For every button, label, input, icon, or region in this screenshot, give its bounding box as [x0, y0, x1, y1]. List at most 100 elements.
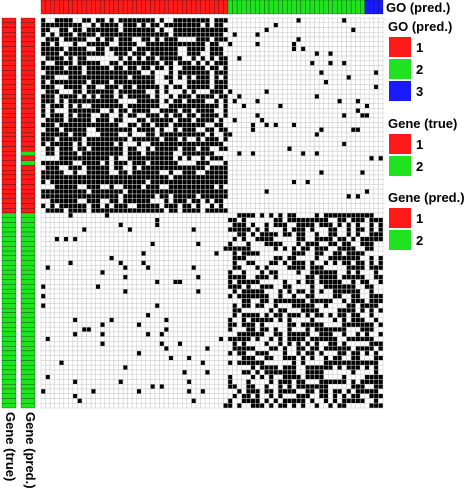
heatmap-cell: [63, 136, 69, 142]
heatmap-cell: [90, 179, 96, 185]
heatmap-cell: [369, 150, 375, 157]
heatmap-cell: [241, 174, 247, 180]
row-annotation-cell: [1, 127, 17, 133]
heatmap-cell: [264, 203, 270, 209]
heatmap-cell: [141, 27, 147, 33]
heatmap-cell: [100, 193, 106, 199]
heatmap-cell: [141, 22, 147, 28]
heatmap-cell: [58, 22, 65, 28]
heatmap-cell: [373, 155, 379, 161]
heatmap-cell: [182, 131, 188, 138]
heatmap-cell: [268, 146, 274, 152]
heatmap-cell: [323, 284, 329, 290]
heatmap-cell: [95, 269, 101, 276]
heatmap-cell: [118, 103, 124, 109]
heatmap-cell: [40, 246, 46, 252]
heatmap-cell: [131, 41, 138, 47]
heatmap-cell: [145, 274, 151, 280]
heatmap-cell: [204, 188, 210, 195]
heatmap-cell: [273, 260, 279, 266]
heatmap-cell: [346, 155, 352, 161]
heatmap-cell: [323, 207, 329, 214]
heatmap-cell: [118, 150, 124, 157]
heatmap-cell: [58, 65, 65, 71]
heatmap-cell: [95, 217, 101, 223]
heatmap-cell: [378, 108, 384, 114]
heatmap-cell: [346, 70, 352, 76]
heatmap-cell: [113, 46, 119, 52]
heatmap-cell: [364, 298, 370, 304]
heatmap-cell: [54, 93, 60, 100]
heatmap-cell: [200, 288, 206, 295]
heatmap-cell: [209, 184, 215, 190]
heatmap-cell: [168, 312, 174, 318]
heatmap-cell: [218, 22, 224, 28]
heatmap-cell: [223, 89, 229, 95]
heatmap-cell: [81, 46, 87, 52]
heatmap-cell: [81, 84, 87, 90]
heatmap-cell: [309, 203, 315, 209]
heatmap-cell: [131, 103, 138, 109]
heatmap-cell: [191, 250, 197, 257]
heatmap-cell: [250, 60, 256, 66]
row-annotation-cell: [1, 141, 17, 147]
heatmap-cell: [77, 60, 83, 66]
heatmap-cell: [369, 108, 375, 114]
heatmap-cell: [341, 32, 347, 38]
heatmap-cell: [154, 241, 160, 247]
heatmap-cell: [131, 298, 138, 304]
row-annotation-cell: [20, 355, 36, 361]
heatmap-cell: [332, 141, 338, 147]
heatmap-cell: [245, 160, 252, 166]
heatmap-cell: [309, 60, 315, 66]
heatmap-cell: [373, 274, 379, 280]
heatmap-cell: [191, 284, 197, 290]
heatmap-cell: [259, 36, 265, 43]
row-annotation-cell: [1, 231, 17, 237]
heatmap-cell: [118, 203, 124, 209]
heatmap-cell: [141, 298, 147, 304]
heatmap-cell: [318, 32, 324, 38]
heatmap-cell: [141, 55, 147, 62]
heatmap-cell: [309, 150, 315, 157]
heatmap-cell: [364, 27, 370, 33]
heatmap-cell: [296, 193, 302, 199]
heatmap-cell: [314, 141, 320, 147]
heatmap-cell: [232, 136, 238, 142]
column-annotation-cell: [314, 0, 320, 15]
heatmap-cell: [136, 274, 142, 280]
heatmap-cell: [127, 17, 133, 24]
heatmap-cell: [245, 65, 252, 71]
heatmap-cell: [305, 17, 311, 24]
heatmap-cell: [77, 217, 83, 223]
heatmap-cell: [150, 155, 156, 161]
heatmap-cell: [118, 307, 124, 314]
heatmap-cell: [305, 122, 311, 128]
heatmap-cell: [109, 51, 115, 57]
heatmap-cell: [227, 236, 233, 242]
column-annotation-cell: [319, 0, 324, 15]
heatmap-cell: [72, 103, 78, 109]
heatmap-cell: [58, 265, 65, 271]
heatmap-cell: [241, 117, 247, 123]
heatmap-cell: [186, 279, 192, 285]
heatmap-cell: [154, 127, 160, 133]
heatmap-cell: [95, 246, 101, 252]
heatmap-cell: [378, 74, 384, 81]
heatmap-cell: [328, 274, 334, 280]
heatmap-cell: [163, 241, 169, 247]
heatmap-cell: [291, 303, 297, 309]
heatmap-cell: [236, 179, 242, 185]
heatmap-cell: [341, 260, 347, 266]
row-annotation-cell: [20, 260, 36, 266]
heatmap-cell: [77, 65, 83, 71]
column-annotation-cell: [200, 0, 206, 15]
heatmap-cell: [172, 117, 179, 123]
row-annotation-cell: [20, 93, 36, 99]
heatmap-cell: [378, 17, 384, 24]
row-annotation-cell: [20, 241, 36, 247]
heatmap-cell: [214, 93, 220, 100]
heatmap-cell: [54, 188, 60, 195]
heatmap-cell: [378, 131, 384, 138]
heatmap-cell: [259, 284, 265, 290]
